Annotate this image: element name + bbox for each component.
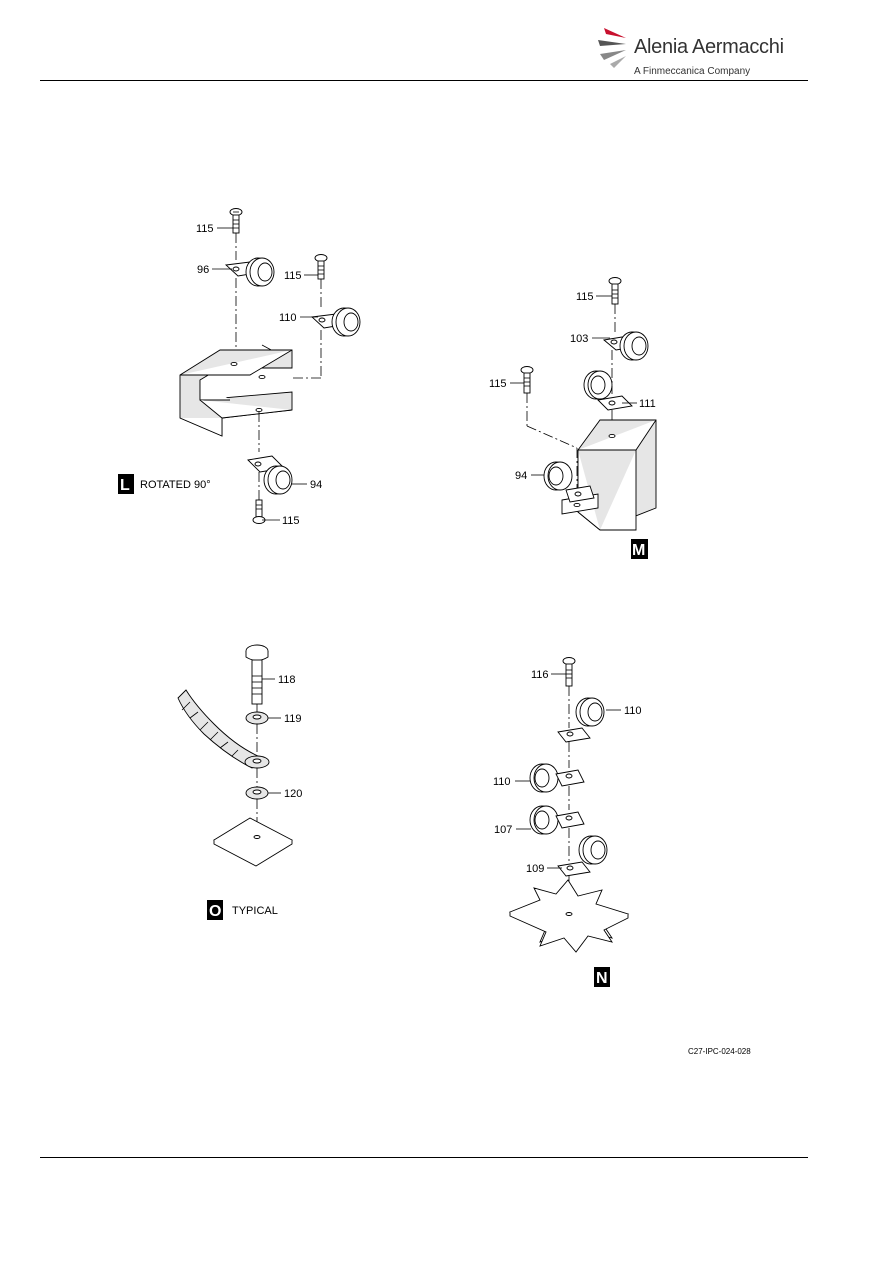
view-l: 115 96 115 110 94 115 L ROTATED 90° xyxy=(118,208,361,527)
clamp-110 xyxy=(310,307,361,337)
company-name: Alenia Aermacchi xyxy=(634,36,784,58)
company-tagline: A Finmeccanica Company xyxy=(634,66,751,77)
figure-code: C27-IPC-024-028 xyxy=(688,1047,751,1056)
bracket-m xyxy=(561,419,657,531)
screw-115-m-left xyxy=(520,366,534,394)
callout-96: 96 xyxy=(197,264,209,276)
view-letter-m: M xyxy=(632,542,645,559)
callout-94: 94 xyxy=(310,479,322,491)
view-badge-l xyxy=(118,474,134,494)
callout-110: 110 xyxy=(493,776,511,788)
washer-119 xyxy=(245,711,269,725)
screw-115-m-top xyxy=(608,277,622,305)
arrow-logo-icon xyxy=(598,28,626,68)
callout-119: 119 xyxy=(284,713,302,725)
view-caption-l: ROTATED 90° xyxy=(140,479,211,491)
callout-109: 109 xyxy=(526,863,544,875)
clamp-103 xyxy=(602,331,649,361)
bracket-l xyxy=(179,349,293,437)
view-badge-m xyxy=(631,539,648,559)
screw-115-right xyxy=(314,254,328,280)
company-logo: Alenia Aermacchi A Finmeccanica Company xyxy=(596,24,796,80)
clamp-94-m xyxy=(543,461,595,503)
view-m: 115 103 115 111 94 M xyxy=(489,277,657,559)
clamp-110-n-top xyxy=(557,697,605,743)
screw-118 xyxy=(245,644,269,705)
callout-115: 115 xyxy=(576,291,594,303)
callout-115: 115 xyxy=(196,223,214,235)
ground-wire xyxy=(177,689,270,769)
callout-94: 94 xyxy=(515,470,527,482)
view-n: 116 110 110 107 109 N xyxy=(493,657,642,987)
callout-107: 107 xyxy=(494,824,512,836)
callout-120: 120 xyxy=(284,788,302,800)
washer-120 xyxy=(245,786,269,800)
callout-110: 110 xyxy=(279,312,297,324)
base-plate-n xyxy=(508,879,630,953)
base-plate-o xyxy=(213,817,293,867)
clamp-109 xyxy=(557,835,608,877)
view-caption-o: TYPICAL xyxy=(232,905,278,917)
clamp-94-l xyxy=(247,455,293,495)
header-rule xyxy=(40,80,808,81)
clamp-96 xyxy=(224,257,275,287)
view-badge-o xyxy=(207,900,223,920)
clamp-107 xyxy=(529,805,585,835)
screw-115-top xyxy=(229,208,243,234)
screw-116 xyxy=(562,657,576,687)
callout-115: 115 xyxy=(284,270,302,282)
callout-110: 110 xyxy=(624,705,642,717)
callout-115: 115 xyxy=(489,378,507,390)
callout-115: 115 xyxy=(282,515,300,527)
clamp-111 xyxy=(583,370,633,411)
view-letter-n: N xyxy=(596,970,608,987)
callout-116: 116 xyxy=(531,669,549,681)
clamp-110-n-mid xyxy=(529,763,585,793)
callout-118: 118 xyxy=(278,674,296,686)
view-letter-l: L xyxy=(120,477,130,494)
callout-111: 111 xyxy=(639,398,656,410)
view-letter-o: O xyxy=(209,903,221,920)
view-badge-n xyxy=(594,967,610,987)
footer-rule xyxy=(40,1157,808,1158)
callout-103: 103 xyxy=(570,333,588,345)
view-o: 118 119 120 O TYPICAL xyxy=(177,644,302,920)
